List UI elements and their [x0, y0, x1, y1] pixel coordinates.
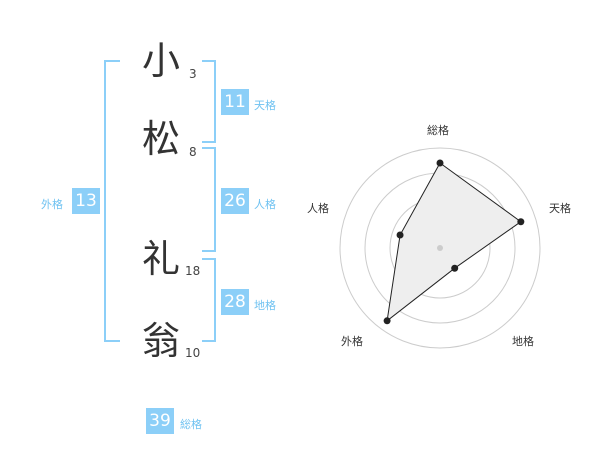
- stroke-count-4: 10: [185, 346, 201, 360]
- jinkaku-value: 26: [221, 188, 249, 214]
- chikaku-value: 28: [221, 289, 249, 315]
- radar-label-tenkaku: 天格: [549, 201, 571, 215]
- chikaku-label: 地格: [254, 299, 276, 312]
- tenkaku-value: 11: [221, 89, 249, 115]
- radar-label-chikaku: 地格: [512, 334, 534, 348]
- radar-point-jinkaku: [396, 231, 404, 239]
- radar-label-soukaku: 総格: [427, 123, 449, 137]
- tenkaku-bracket: [202, 60, 216, 143]
- radar-polygon: [386, 162, 522, 322]
- name-char-4: 翁: [142, 319, 181, 363]
- radar-label-gaikaku: 外格: [341, 334, 363, 348]
- name-char-1: 小: [142, 39, 181, 83]
- soukaku-value: 39: [146, 408, 174, 434]
- jinkaku-bracket: [202, 147, 216, 252]
- gaikaku-bracket: [104, 60, 120, 342]
- radar-point-tenkaku: [517, 218, 525, 226]
- gaikaku-value: 13: [72, 188, 100, 214]
- radar-ring: [339, 147, 541, 349]
- jinkaku-label: 人格: [254, 198, 276, 211]
- chikaku-bracket: [202, 258, 216, 342]
- soukaku-label: 総格: [180, 418, 202, 431]
- gaikaku-label: 外格: [41, 198, 63, 211]
- radar-point-soukaku: [436, 159, 444, 167]
- name-char-3: 礼: [142, 237, 181, 281]
- stroke-count-3: 18: [185, 264, 201, 278]
- radar-label-jinkaku: 人格: [307, 201, 329, 215]
- radar-center-dot: [437, 245, 443, 251]
- radar-point-chikaku: [451, 264, 459, 272]
- tenkaku-label: 天格: [254, 99, 276, 112]
- radar-point-gaikaku: [383, 317, 391, 325]
- stroke-count-1: 3: [189, 67, 197, 81]
- radar-points: [383, 159, 525, 325]
- name-char-2: 松: [142, 117, 181, 161]
- stroke-count-2: 8: [189, 145, 197, 159]
